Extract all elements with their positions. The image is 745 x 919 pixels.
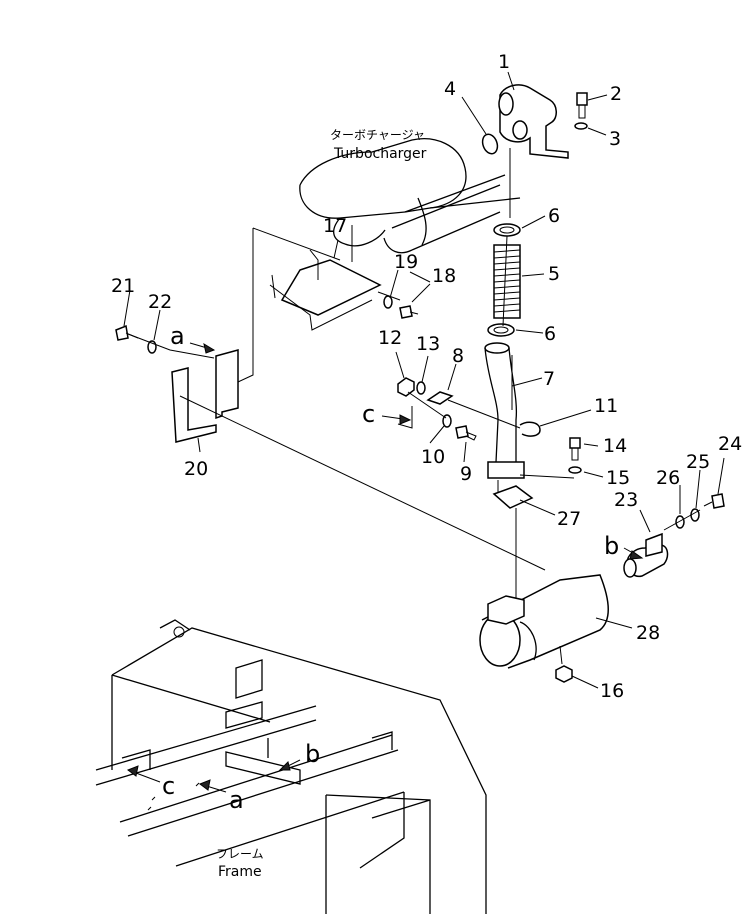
ref-letter-c-mid: c xyxy=(362,400,375,428)
part-17-heat-shield xyxy=(269,249,382,331)
ref-letter-a-bottom: a xyxy=(229,786,244,814)
part-number-27: 27 xyxy=(557,508,581,530)
part-18-bolt xyxy=(399,305,419,319)
part-number-7: 7 xyxy=(543,368,555,390)
part-10-washer xyxy=(442,414,452,428)
part-number-18: 18 xyxy=(432,265,456,287)
part-13-washer xyxy=(416,381,426,395)
part-14-bolt xyxy=(569,437,581,461)
part-19-washer xyxy=(383,295,393,309)
part-number-10: 10 xyxy=(421,446,445,468)
part-number-11: 11 xyxy=(594,395,618,417)
part-number-9: 9 xyxy=(460,463,472,485)
part-number-21: 21 xyxy=(111,275,135,297)
part-4-gasket-ring xyxy=(481,133,499,155)
part-28-muffler xyxy=(479,574,609,669)
part-20-bracket xyxy=(171,228,254,443)
part-number-12: 12 xyxy=(378,327,402,349)
ref-letter-c-bottom: c xyxy=(162,772,175,800)
part-number-15: 15 xyxy=(606,467,630,489)
part-number-19: 19 xyxy=(394,251,418,273)
part-number-4: 4 xyxy=(444,78,456,100)
part-9-bolt xyxy=(455,425,477,441)
part-6-clamp-lower xyxy=(487,323,515,337)
part-number-6-lower: 6 xyxy=(544,323,556,345)
part-1-elbow xyxy=(498,84,569,159)
part-number-2: 2 xyxy=(610,83,622,105)
reference-arrows xyxy=(126,342,644,793)
part-number-20: 20 xyxy=(184,458,208,480)
turbocharger-label-jp: ターボチャージャ xyxy=(330,128,425,142)
part-12-nut xyxy=(397,377,415,397)
part-number-22: 22 xyxy=(148,291,172,313)
part-16-nut xyxy=(555,665,573,683)
part-number-3: 3 xyxy=(609,128,621,150)
part-number-1: 1 xyxy=(498,51,510,73)
frame-label-en: Frame xyxy=(218,864,262,880)
part-number-26: 26 xyxy=(656,467,680,489)
turbocharger xyxy=(299,138,521,254)
leader-lines xyxy=(123,71,725,689)
part-number-13: 13 xyxy=(416,333,440,355)
part-number-14: 14 xyxy=(603,435,627,457)
part-number-24: 24 xyxy=(718,433,742,455)
part-number-16: 16 xyxy=(600,680,624,702)
connector-lines xyxy=(127,148,701,665)
part-number-23: 23 xyxy=(614,489,638,511)
part-number-5: 5 xyxy=(548,263,560,285)
part-number-8: 8 xyxy=(452,345,464,367)
part-number-28: 28 xyxy=(636,622,660,644)
part-27-gasket xyxy=(492,485,534,509)
part-7-exhaust-pipe xyxy=(484,342,525,479)
turbocharger-label-en: Turbocharger xyxy=(333,146,427,162)
ref-letter-b-bottom: b xyxy=(305,740,320,768)
frame-assembly xyxy=(95,619,487,914)
part-6-clamp-upper xyxy=(493,223,521,237)
part-number-17: 17 xyxy=(323,215,347,237)
ref-letter-b-right: b xyxy=(604,532,619,560)
part-26-washer xyxy=(675,515,685,529)
part-11-u-bolt xyxy=(519,421,541,437)
part-3-washer xyxy=(574,122,588,130)
part-21-bolt xyxy=(115,324,139,341)
part-8-bracket xyxy=(426,391,454,405)
part-24-bolt xyxy=(703,493,725,509)
part-5-bellows xyxy=(493,244,521,319)
ref-letter-a-top: a xyxy=(170,322,185,350)
frame-label-jp: フレーム xyxy=(216,847,264,861)
part-11-rod xyxy=(447,399,521,429)
part-number-25: 25 xyxy=(686,451,710,473)
part-15-washer xyxy=(568,466,582,474)
part-number-6-upper: 6 xyxy=(548,205,560,227)
part-2-bolt xyxy=(576,92,588,119)
